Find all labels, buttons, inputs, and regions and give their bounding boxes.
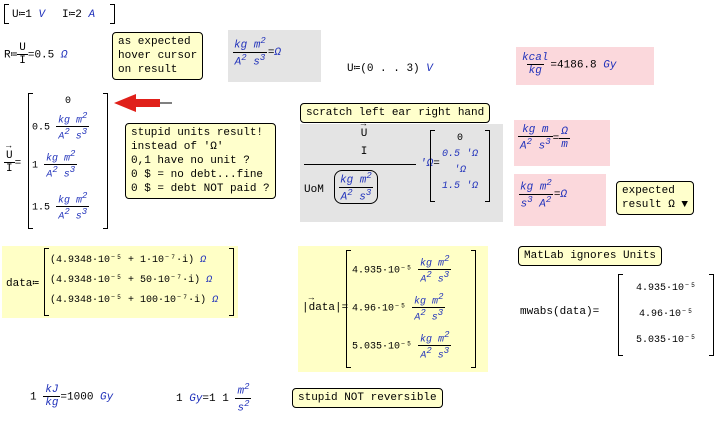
mwabs-bracket-right: [709, 274, 714, 356]
mwabs-matrix[interactable]: 4.935·10⁻⁵ 4.96·10⁻⁵ 5.035·10⁻⁵: [618, 274, 714, 356]
uom-result-matrix[interactable]: 0 0.5 'Ω 'Ω 1.5 'Ω: [430, 130, 490, 202]
abs-bracket-right: [471, 250, 476, 368]
uom-row-1: 0.5 'Ω: [441, 149, 478, 160]
data-def-highlight: [2, 246, 238, 318]
vector-lhs-fraction: UI: [4, 141, 15, 175]
definitions-region[interactable]: U≔1 V I≔2 A: [4, 4, 115, 24]
pink-eq1-highlight: [514, 120, 610, 166]
matrix-bracket-right: [103, 93, 108, 229]
def-bracket-right: [110, 4, 115, 24]
uom-suffix: 'Ω=: [420, 158, 440, 170]
unit-equation[interactable]: kg m2 A2 s3 =Ω: [232, 36, 282, 69]
uom-row-2: 'Ω: [453, 165, 466, 176]
vector-row-0: 0: [64, 96, 71, 107]
red-arrow-icon: [114, 94, 172, 112]
abs-bracket-left: [346, 250, 351, 368]
abs-data-lhs[interactable]: |data|=: [302, 293, 348, 314]
mwabs-bracket-left: [618, 274, 623, 356]
u-range[interactable]: U≔(0 . . 3) V: [347, 63, 433, 75]
gy-equation-highlight: [516, 47, 654, 85]
mwabs-row-0: 4.935·10⁻⁵: [635, 283, 697, 294]
data-def-lhs[interactable]: data≔: [6, 278, 40, 290]
note-stupid-units[interactable]: stupid units result! instead of 'Ω' 0,1 …: [125, 123, 276, 199]
data-row-0: (4.9348·10⁻⁵ + 1·10⁻⁷·i) Ω: [50, 255, 207, 266]
data-row-1: (4.9348·10⁻⁵ + 50·10⁻⁷·i) Ω: [50, 275, 213, 286]
mwabs-row-2: 5.035·10⁻⁵: [635, 335, 697, 346]
note-not-reversible[interactable]: stupid NOT reversible: [292, 388, 443, 408]
matrix-bracket-left: [28, 93, 33, 229]
uom-highlight: [300, 124, 503, 222]
def-u[interactable]: U≔1 V: [12, 9, 46, 21]
data-bracket-left: [44, 248, 49, 316]
def-i[interactable]: I≔2 A: [62, 9, 96, 21]
pink-eq2-highlight: [514, 174, 606, 226]
note-matlab[interactable]: MatLab ignores Units: [518, 246, 663, 266]
unit-fraction: kg m2 A2 s3: [232, 36, 268, 69]
data-bracket-right: [229, 248, 234, 316]
unit-equation-highlight: [228, 30, 321, 82]
uom-bracket-left: [430, 130, 435, 202]
note-scratch[interactable]: scratch left ear right hand: [300, 103, 491, 123]
uom-row-3: 1.5 'Ω: [441, 181, 478, 192]
note-expected-result[interactable]: expected result Ω ▼: [616, 181, 695, 215]
data-row-2: (4.9348·10⁻⁵ + 100·10⁻⁷·i) Ω: [50, 295, 219, 306]
def-bracket-left: [4, 4, 9, 24]
uom-row-0: 0: [456, 133, 463, 144]
vector-lhs[interactable]: UI=: [4, 141, 21, 175]
data-def-matrix[interactable]: (4.9348·10⁻⁵ + 1·10⁻⁷·i) Ω (4.9348·10⁻⁵ …: [44, 248, 234, 316]
note-as-expected[interactable]: as expected hover cursor on result: [112, 32, 204, 80]
mwabs-lhs[interactable]: mwabs(data)=: [520, 306, 600, 318]
uom-bracket-right: [485, 130, 490, 202]
mwabs-row-1: 4.96·10⁻⁵: [638, 309, 694, 320]
